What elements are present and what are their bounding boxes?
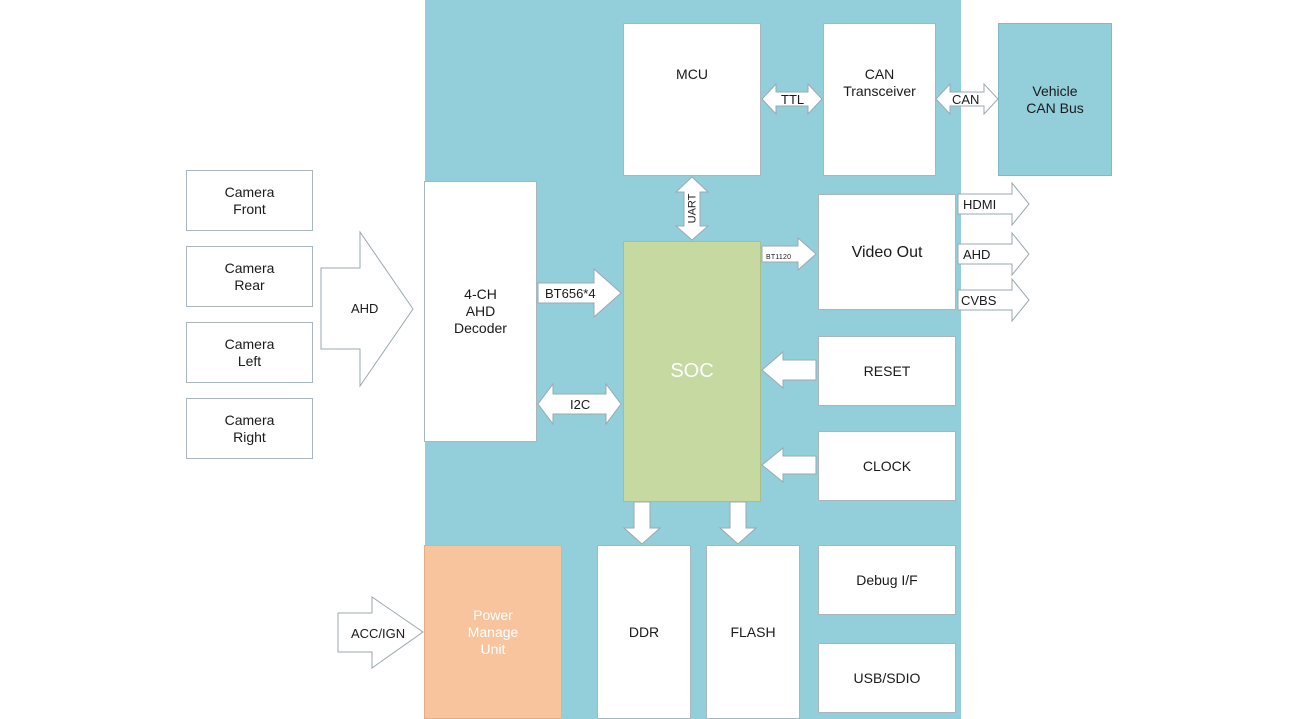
mcu-block: MCU (623, 23, 761, 176)
hdmi-out-arrow (957, 181, 1030, 227)
bt656-arrow (537, 267, 622, 319)
ahd-out-arrow (957, 231, 1030, 277)
power-manage-unit-block: Power Manage Unit (424, 545, 562, 719)
ahd-decoder-block: 4-CH AHD Decoder (424, 181, 537, 442)
cvbs-out-arrow (957, 277, 1030, 323)
ahd-input-arrow (320, 230, 414, 388)
uart-arrow (674, 176, 710, 241)
camera-front-box: Camera Front (186, 170, 313, 231)
ahd-input-label: AHD (351, 301, 379, 316)
usb-sdio-block: USB/SDIO (818, 643, 956, 713)
reset-arrow (761, 350, 817, 390)
bt1120-arrow (761, 236, 817, 272)
uart-label: UART (686, 193, 699, 224)
vehicle-can-bus-block: Vehicle CAN Bus (998, 23, 1112, 176)
bt1120-label: BT1120 (766, 254, 792, 261)
bt656-label: BT656*4 (545, 286, 596, 301)
can-transceiver-block: CAN Transceiver (823, 23, 936, 176)
camera-left-box: Camera Left (186, 322, 313, 383)
i2c-label: I2C (570, 397, 591, 412)
clock-arrow (761, 446, 817, 484)
camera-rear-box: Camera Rear (186, 246, 313, 307)
debug-if-block: Debug I/F (818, 545, 956, 615)
ddr-block: DDR (597, 545, 691, 719)
i2c-arrow (537, 382, 622, 426)
acc-ign-label: ACC/IGN (351, 626, 406, 641)
soc-block: SOC (623, 241, 761, 502)
camera-right-box: Camera Right (186, 398, 313, 459)
hdmi-label: HDMI (963, 197, 997, 212)
ahd-output-label: AHD (963, 247, 991, 262)
ttl-label: TTL (781, 92, 805, 107)
soc-ddr-arrow (622, 501, 662, 545)
video-out-block: Video Out (818, 194, 956, 310)
can-label: CAN (952, 92, 980, 107)
reset-block: RESET (818, 336, 956, 406)
ttl-arrow (761, 82, 823, 116)
cvbs-label: CVBS (961, 293, 997, 308)
acc-ign-arrow (337, 596, 424, 669)
flash-block: FLASH (706, 545, 800, 719)
clock-block: CLOCK (818, 431, 956, 501)
soc-flash-arrow (718, 501, 758, 545)
